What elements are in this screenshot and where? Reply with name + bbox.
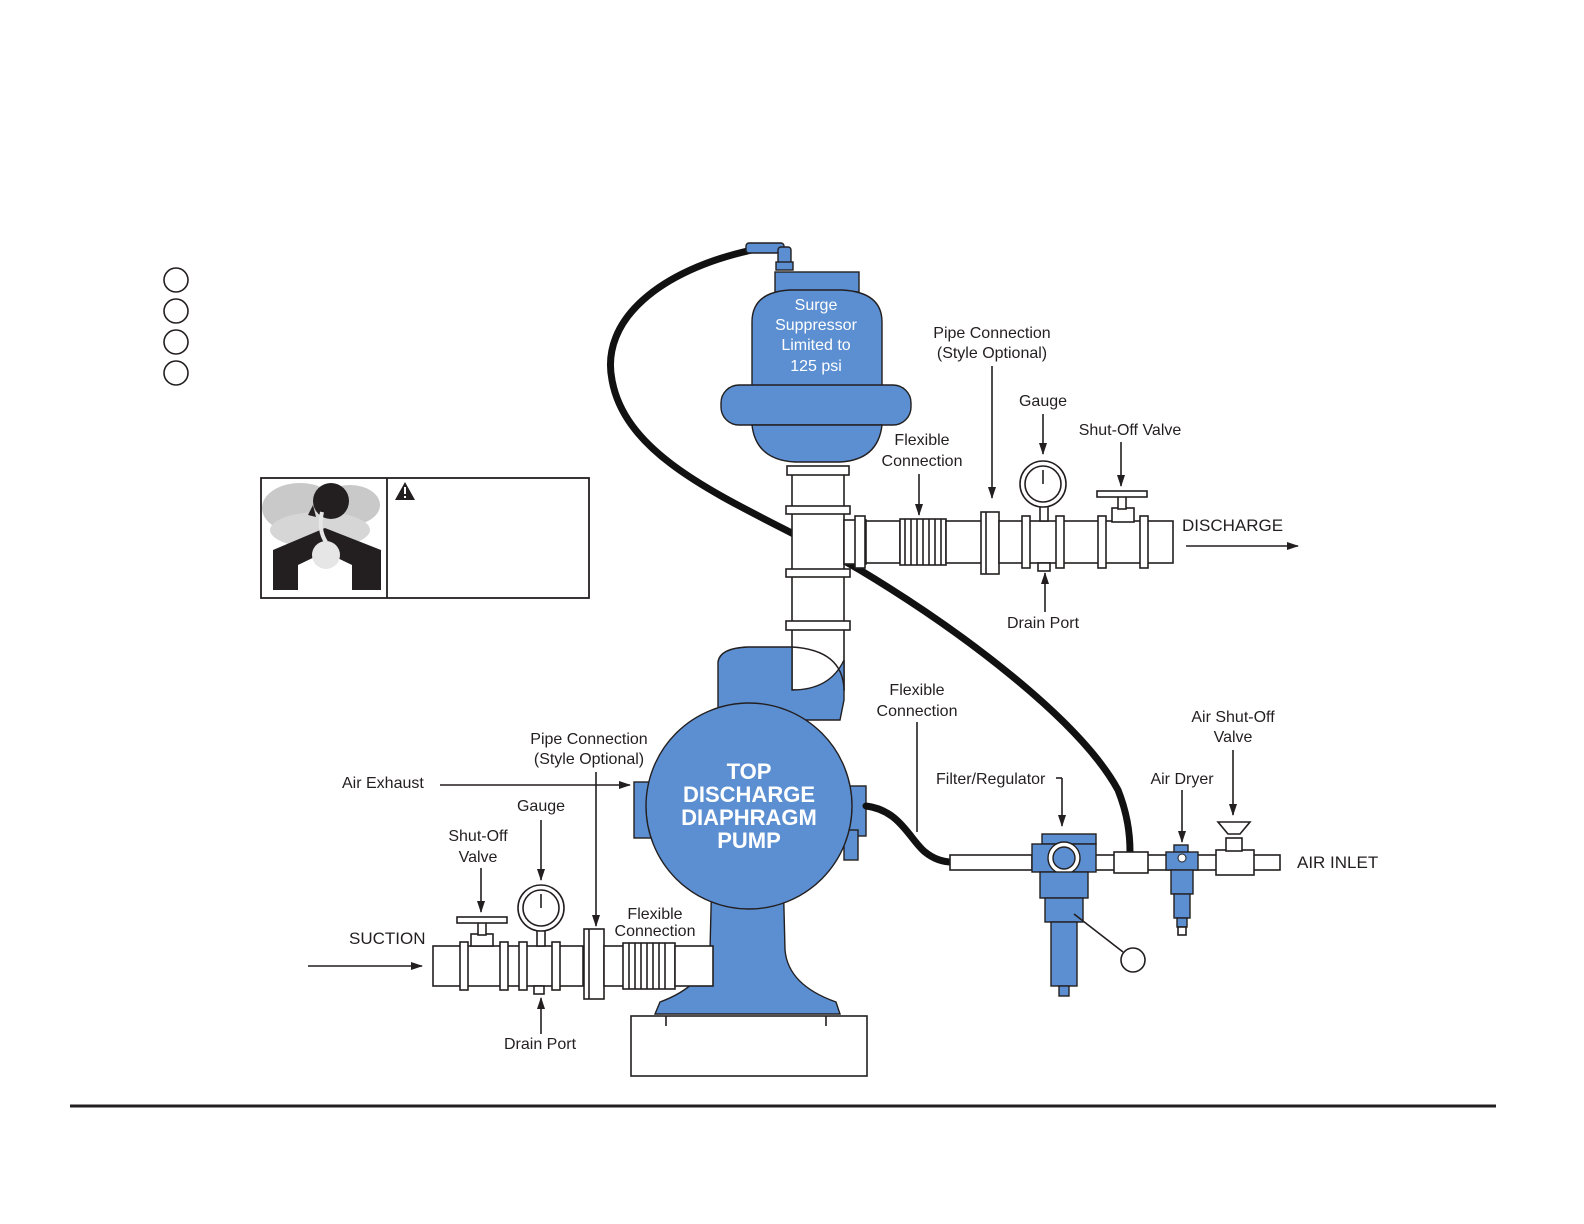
svg-text:Flexible: Flexible [627,906,682,923]
pump-base [630,1015,868,1077]
suction-gauge-label: Gauge [517,798,565,815]
suppressor-label-line: Limited to [781,337,850,354]
circle-outline-icon [1120,947,1146,973]
discharge-flexible-label: Flexible [894,432,949,449]
svg-text:Valve: Valve [1214,729,1253,746]
pump-label-line: PUMP [717,828,781,853]
svg-text:Air Shut-Off: Air Shut-Off [1191,709,1275,726]
discharge-shutoff-label: Shut-Off Valve [1079,422,1182,439]
svg-text:(Style Optional): (Style Optional) [937,345,1047,362]
air-shutoff-label: Air Shut-Off [1191,709,1275,726]
circle-outline-icon [163,360,189,386]
svg-text:Pipe Connection: Pipe Connection [933,325,1050,342]
filter-regulator [1031,833,1097,997]
svg-text:DIAPHRAGM: DIAPHRAGM [681,805,817,830]
discharge-line [865,460,1174,575]
suction-flexible-bellows [622,942,676,990]
svg-text:Flexible: Flexible [894,432,949,449]
pump-label-line: TOP [727,759,772,784]
labels: Pipe Connection (Style Optional) Gauge S… [342,325,1378,1053]
suction-shutoff-label: Valve [459,849,498,866]
warning-triangle-icon [395,482,415,500]
svg-text:Connection: Connection [882,453,963,470]
discharge-pipe-connection-label: (Style Optional) [937,345,1047,362]
suction-drain-label: Drain Port [504,1036,577,1053]
suction-pipe-connection-label: Pipe Connection [530,731,647,748]
svg-text:Pipe Connection: Pipe Connection [530,731,647,748]
suction-label: SUCTION [349,929,426,948]
suction-line [432,884,714,1000]
pump-label-line: DISCHARGE [683,782,815,807]
pump-label-line: DIAPHRAGM [681,805,817,830]
diaphragm-pump: TOP DISCHARGE DIAPHRAGM PUMP [633,646,867,1015]
suction-flexible-label: Connection [615,923,696,940]
svg-text:(Style Optional): (Style Optional) [534,751,644,768]
air-hose-lower [862,802,956,866]
suction-shutoff-label: Shut-Off [448,828,508,845]
discharge-pipe-connection-label: Pipe Connection [933,325,1050,342]
circle-outline-icon [163,298,189,324]
discharge-gauge-label: Gauge [1019,393,1067,410]
warning-box [260,477,590,599]
air-dryer-label: Air Dryer [1150,771,1214,788]
suppressor-label-line: Surge [795,297,838,314]
inhalation-hazard-icon [262,483,381,590]
svg-text:Limited to: Limited to [781,337,850,354]
suction-pipe-connection-label: (Style Optional) [534,751,644,768]
svg-text:125 psi: 125 psi [790,358,842,375]
svg-text:Flexible: Flexible [889,682,944,699]
air-dryer [1165,844,1199,936]
air-flexible-label: Connection [877,703,958,720]
suppressor-label-line: Suppressor [775,317,857,334]
svg-text:Connection: Connection [615,923,696,940]
svg-text:Shut-Off: Shut-Off [448,828,508,845]
filter-regulator-label: Filter/Regulator [936,771,1046,788]
discharge-drain-label: Drain Port [1007,615,1080,632]
suppressor-fitting [745,242,794,271]
circle-outline-icon [163,267,189,293]
circle-outline-icon [163,329,189,355]
air-inlet-label: AIR INLET [1297,853,1378,872]
leader-arrows [308,366,1299,1034]
air-exhaust-label: Air Exhaust [342,775,424,792]
svg-text:Connection: Connection [877,703,958,720]
suppressor-label-line: 125 psi [790,358,842,375]
surge-suppressor: Surge Suppressor Limited to 125 psi [720,271,912,463]
discharge-flexible-label: Connection [882,453,963,470]
svg-text:DISCHARGE: DISCHARGE [683,782,815,807]
svg-text:Suppressor: Suppressor [775,317,857,334]
svg-text:TOP: TOP [727,759,772,784]
svg-text:Valve: Valve [459,849,498,866]
suction-flexible-label: Flexible [627,906,682,923]
bullet-list [163,267,189,386]
svg-text:Surge: Surge [795,297,838,314]
riser-pipe [791,469,845,691]
discharge-label: DISCHARGE [1182,516,1283,535]
air-shutoff-label: Valve [1214,729,1253,746]
air-line [949,821,1281,997]
air-flexible-label: Flexible [889,682,944,699]
svg-text:PUMP: PUMP [717,828,781,853]
